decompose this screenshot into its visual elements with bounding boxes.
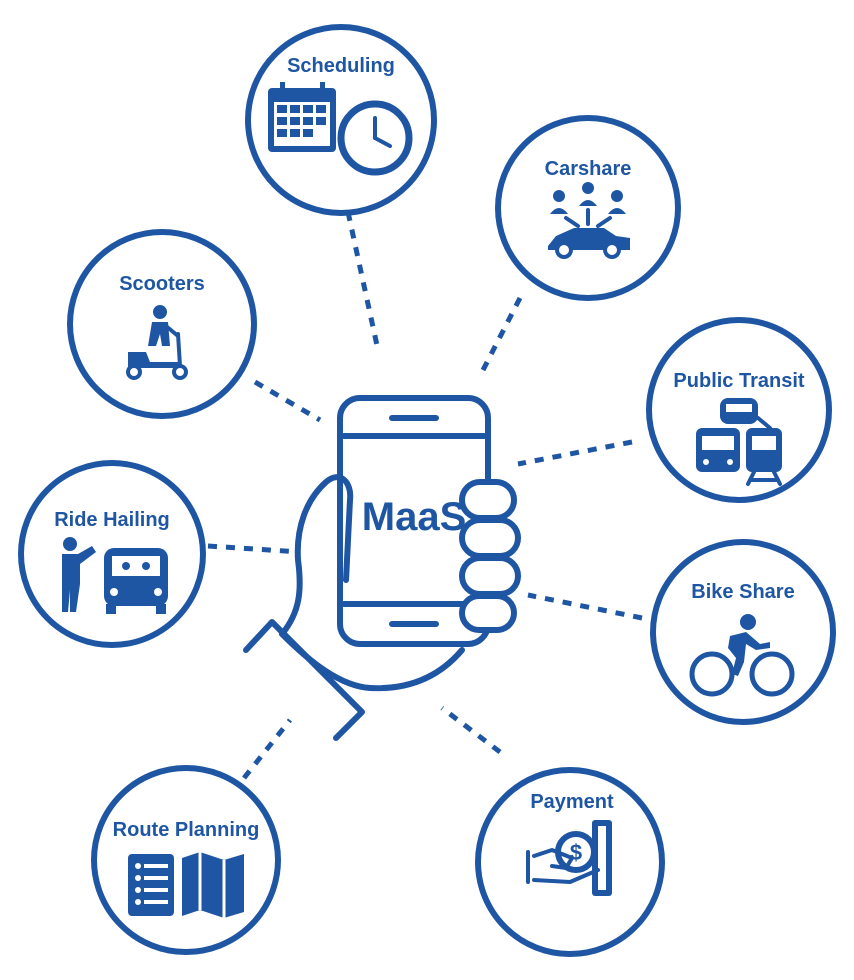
hand-outline	[279, 474, 465, 692]
list-map-icon	[128, 852, 244, 918]
node-scheduling: Scheduling	[245, 24, 437, 216]
node-label: Ride Hailing	[54, 509, 170, 531]
finger-4	[459, 593, 517, 633]
node-bike-share: Bike Share	[650, 539, 836, 725]
connector-scheduling	[345, 211, 381, 351]
node-public-transit: Public Transit	[646, 317, 832, 503]
scooter-rider-icon	[126, 305, 188, 380]
connector-public-transit	[517, 439, 633, 467]
calendar-clock-icon	[268, 82, 413, 176]
people-car-icon	[548, 182, 630, 259]
node-ring	[650, 539, 836, 725]
connector-route-planning	[242, 718, 292, 780]
node-label: Scheduling	[287, 55, 395, 77]
finger-1	[459, 479, 517, 521]
node-label: Bike Share	[691, 581, 794, 603]
connector-ride-hailing	[207, 543, 301, 555]
node-payment: Payment $	[475, 767, 665, 957]
node-carshare: Carshare	[495, 115, 681, 301]
node-label: Route Planning	[113, 819, 260, 841]
connector-bike-share	[527, 592, 643, 621]
node-label: Carshare	[545, 158, 632, 180]
connector-scooters	[253, 379, 322, 423]
cyclist-icon	[689, 614, 795, 697]
node-label: Public Transit	[673, 370, 804, 392]
bus-tram-icon	[696, 398, 782, 486]
node-label: Payment	[530, 791, 614, 813]
hand-coin-icon: $	[526, 820, 612, 896]
finger-2	[459, 517, 521, 559]
phone-hand-illustration: MaaS	[243, 395, 521, 741]
connector-carshare	[479, 296, 523, 374]
node-scooters: Scooters	[67, 229, 257, 419]
finger-3	[459, 555, 521, 597]
center-label: MaaS	[362, 495, 467, 539]
node-route-planning: Route Planning	[91, 765, 281, 955]
node-label: Scooters	[119, 273, 205, 295]
node-ride-hailing: Ride Hailing	[18, 460, 206, 648]
hail-taxi-icon	[62, 537, 168, 614]
connector-payment	[440, 706, 502, 754]
connectors	[207, 211, 643, 780]
